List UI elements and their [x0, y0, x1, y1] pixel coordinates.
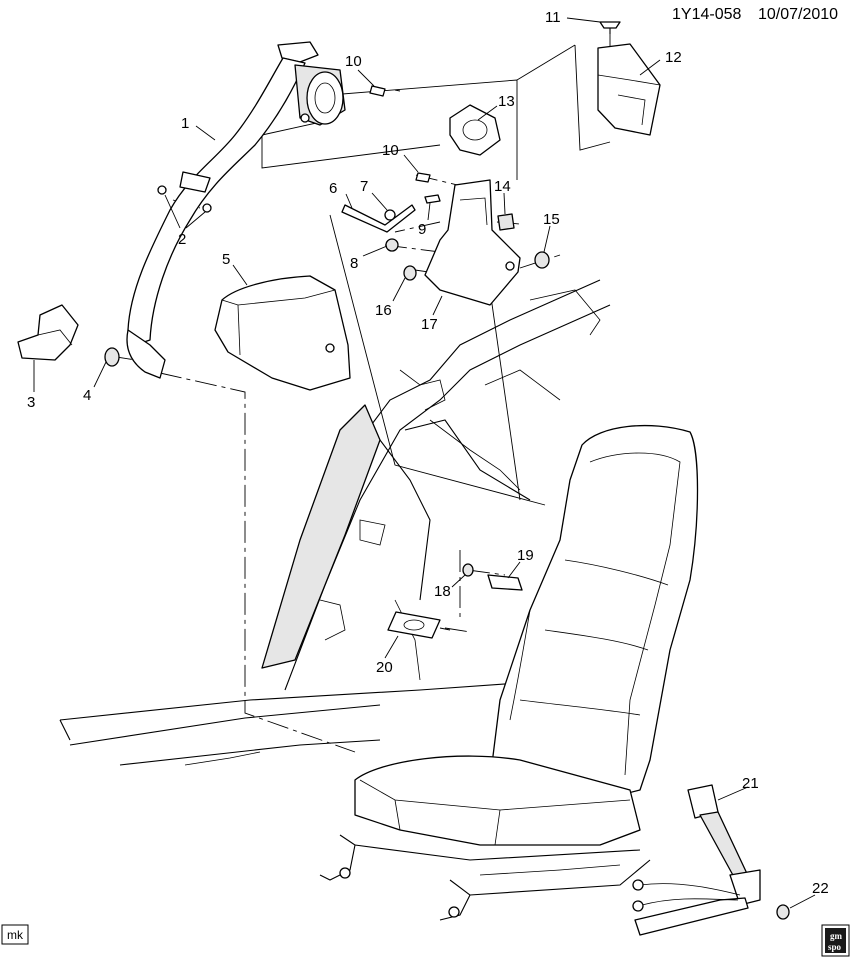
callout-15: 15	[543, 211, 560, 228]
callout-5: 5	[222, 251, 230, 268]
callout-4: 4	[83, 387, 91, 404]
callout-2: 2	[178, 231, 186, 248]
callout-21: 21	[742, 775, 759, 792]
retractor-cover-12	[597, 43, 661, 136]
callout-1: 1	[181, 115, 189, 132]
callout-19: 19	[517, 547, 534, 564]
sensor-13	[449, 104, 501, 156]
callout-14: 14	[494, 178, 511, 195]
bolt-2	[157, 185, 212, 213]
callout-10-upper: 10	[345, 53, 362, 70]
buckle-21	[632, 784, 761, 936]
hardware-18-20	[387, 563, 523, 639]
bolt-10	[369, 85, 431, 183]
callout-leaders	[33, 17, 816, 909]
logo-line-2: spo	[828, 942, 842, 952]
callout-20: 20	[376, 659, 393, 676]
nut-22	[776, 904, 790, 920]
gm-spo-logo: gm spo	[821, 924, 850, 957]
trim-panel-5	[214, 275, 351, 391]
callout-8: 8	[350, 255, 358, 272]
callout-labels: 1 2 3 4 5 6 7 8 9 10 10 11 12 13 14 15 1…	[27, 9, 829, 897]
document-date: 10/07/2010	[758, 6, 838, 23]
author-badge-text: mk	[7, 928, 24, 942]
fastener-14-15	[497, 213, 550, 269]
callout-13: 13	[498, 93, 515, 110]
vehicle-body-structure	[59, 279, 611, 766]
callout-6: 6	[329, 180, 337, 197]
push-pin-11	[599, 21, 621, 34]
logo-line-1: gm	[830, 931, 843, 941]
callout-7: 7	[360, 178, 368, 195]
anchor-cover-3	[17, 304, 79, 361]
callout-12: 12	[665, 49, 682, 66]
callout-11: 11	[545, 9, 561, 26]
callout-3: 3	[27, 394, 35, 411]
document-id: 1Y14-058	[672, 6, 741, 23]
nut-16	[403, 265, 417, 281]
callout-9: 9	[418, 221, 426, 238]
seat-belt-retractor-assembly	[126, 41, 346, 379]
bracket-17	[424, 179, 521, 306]
callout-18: 18	[434, 583, 451, 600]
callout-17: 17	[421, 316, 438, 333]
author-badge: mk	[1, 924, 29, 945]
seat-assembly	[319, 424, 699, 921]
callout-22: 22	[812, 880, 829, 897]
callout-10-lower: 10	[382, 142, 399, 159]
hardware-6-9	[341, 194, 441, 252]
nut-4	[104, 347, 120, 367]
callout-16: 16	[375, 302, 392, 319]
